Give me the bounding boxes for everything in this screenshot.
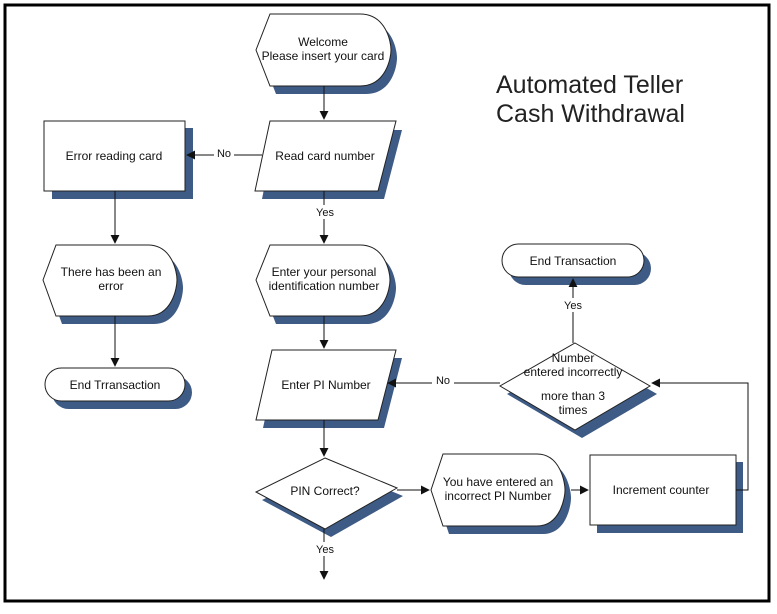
node-more-than-3-line3: more than 3 (541, 389, 605, 403)
node-enter-pi-label: Enter PI Number (281, 378, 370, 392)
node-more-than-3: Number entered incorrectly more than 3 t… (499, 342, 657, 438)
node-read-card: Read card number (254, 120, 402, 199)
node-incorrect-display-line1: You have entered an (443, 475, 553, 489)
edge-label-no-read: No (217, 148, 231, 160)
edge-label-yes-count: Yes (564, 300, 582, 312)
node-enter-pin-display-line1: Enter your personal (272, 265, 377, 279)
node-enter-pin-display: Enter your personal identification numbe… (255, 244, 396, 324)
node-incorrect-display-line2: incorrect PI Number (445, 489, 552, 503)
node-end-transaction-label: End Transaction (530, 254, 617, 268)
node-end-error-label: End Trransaction (70, 378, 161, 392)
node-welcome-line1: Welcome (298, 35, 348, 49)
edge-label-yes-read: Yes (316, 207, 334, 219)
node-welcome-line2: Please insert your card (262, 49, 385, 63)
node-pin-correct: PIN Correct? (254, 457, 403, 537)
node-end-error: End Trransaction (44, 367, 192, 409)
node-error-display: There has been an error (42, 244, 183, 324)
node-more-than-3-line2: entered incorrectly (524, 365, 623, 379)
diagram-title-line1: Automated Teller (496, 71, 683, 99)
diagram-title-line2: Cash Withdrawal (496, 100, 685, 128)
node-incorrect-display: You have entered an incorrect PI Number (430, 453, 571, 534)
node-increment: Increment counter (589, 454, 743, 533)
node-increment-label: Increment counter (613, 483, 710, 497)
edge-increment-to-check (651, 378, 749, 491)
node-pin-correct-label: PIN Correct? (290, 484, 360, 498)
node-read-card-label: Read card number (275, 149, 374, 163)
node-error-display-line1: There has been an (61, 265, 162, 279)
edge-label-yes-pin: Yes (316, 544, 334, 556)
node-end-transaction: End Transaction (501, 243, 651, 285)
node-enter-pin-display-line2: identification number (269, 279, 380, 293)
node-error-reading-label: Error reading card (66, 149, 163, 163)
node-welcome: Welcome Please insert your card (255, 13, 397, 94)
node-more-than-3-line1: Number (552, 351, 595, 365)
edge-label-no-count: No (436, 375, 450, 387)
node-error-reading: Error reading card (43, 120, 193, 199)
node-error-display-line2: error (98, 279, 123, 293)
node-enter-pi: Enter PI Number (255, 349, 402, 428)
node-more-than-3-line4: times (559, 403, 588, 417)
